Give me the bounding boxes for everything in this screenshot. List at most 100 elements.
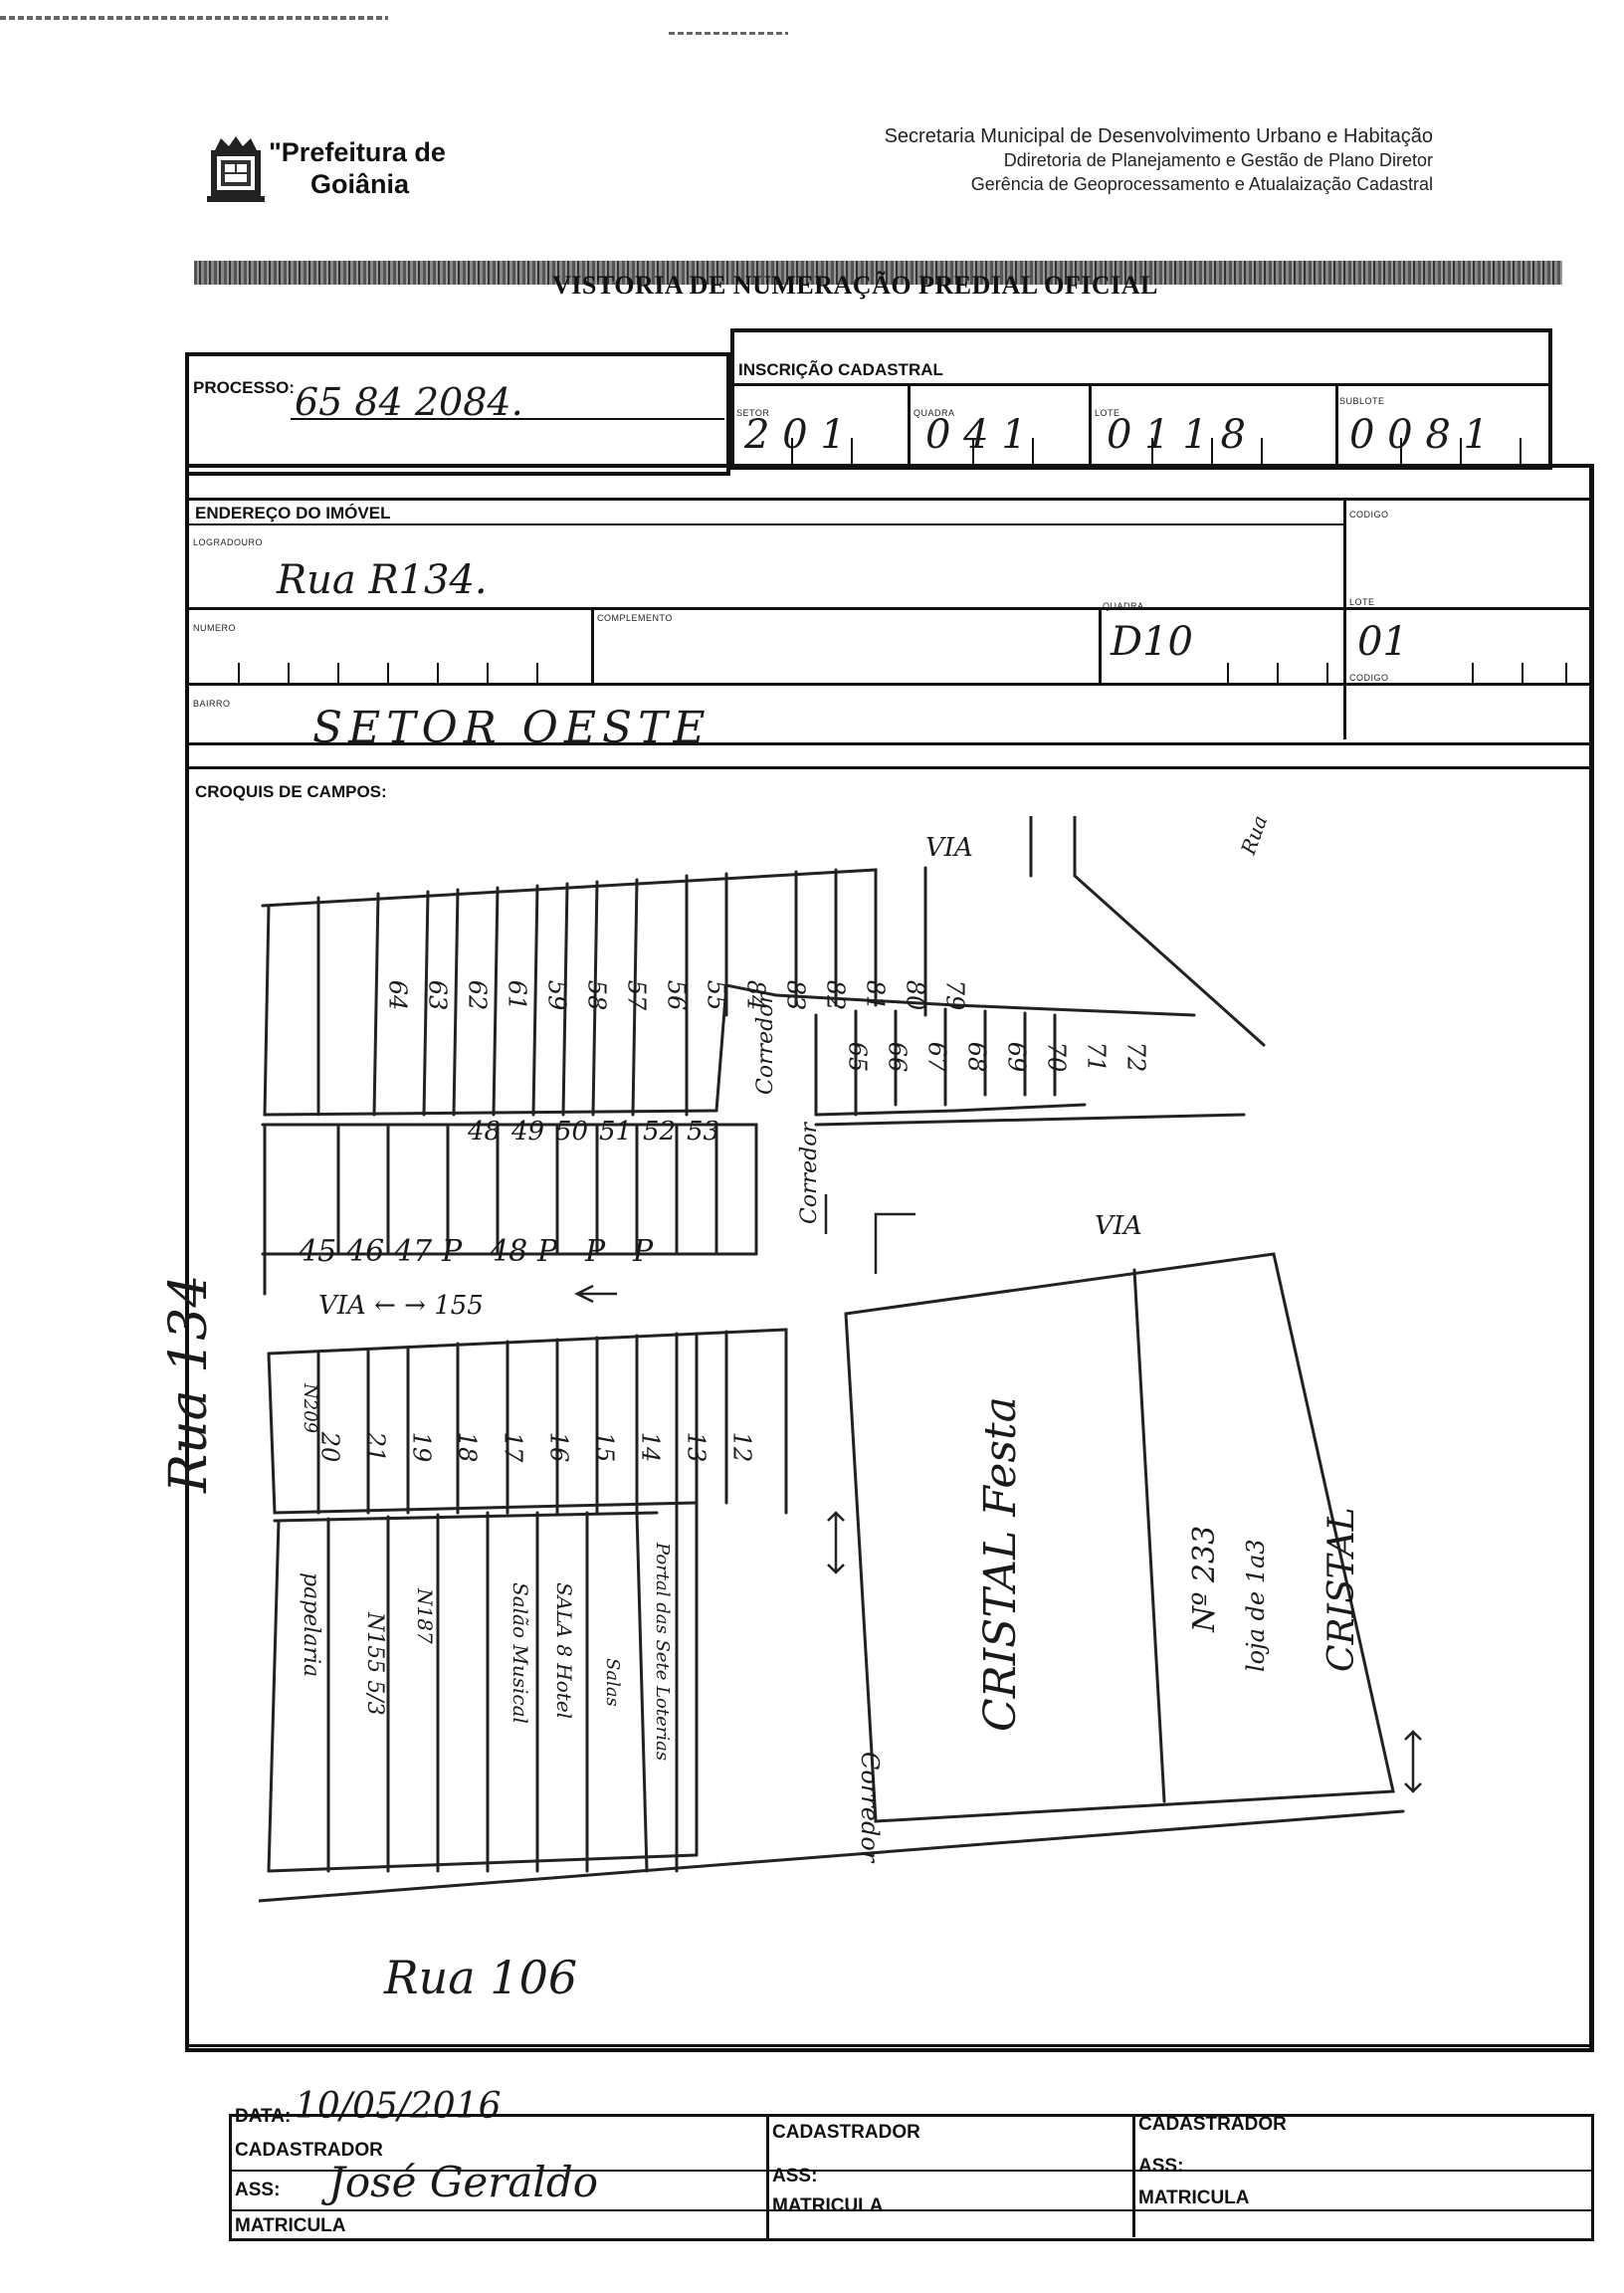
numero-label: NUMERO [193,623,236,633]
croquis-bottom [189,2044,1592,2047]
setor-label: SETOR [736,408,770,418]
logo-line-1: "Prefeitura de [269,137,446,167]
bairro-value: SETOR OESTE [312,703,711,753]
lot-number: 84 [741,979,770,1011]
lot-number: 80 [901,979,929,1011]
sublote-value: 0 0 8 1 [1349,412,1489,458]
lot-number: 71 [1082,1041,1111,1073]
endereco-label: ENDEREÇO DO IMÓVEL [195,504,391,522]
codigo-sep [1343,501,1346,739]
lot-number: 72 [1121,1041,1150,1073]
lot-number: 15 [590,1431,619,1463]
lot-number: 12 [727,1431,756,1463]
cad3-matricula-label: MATRICULA [1138,2188,1250,2208]
agency-line-3: Gerência de Geoprocessamento e Atualaiza… [970,174,1433,194]
sketch-cristal-festa: CRISTAL Festa [975,1396,1026,1732]
sketch-sala8: SALA 8 Hotel [552,1582,576,1719]
logradouro-value: Rua R134. [277,557,488,603]
sketch-salas: Salas [602,1658,623,1707]
site-sketch: VIA VIA VIA ← → 155 CRISTAL Festa Nº 233… [259,816,1422,1903]
main-frame [185,464,1594,2052]
lot-number: 62 [463,979,492,1011]
lot-number: 55 [702,979,730,1011]
endereco-header-line [189,523,1343,525]
lot-number: P [585,1234,606,1269]
header-band [194,261,1562,285]
lot-number: 20 [315,1431,344,1463]
setor-value: 2 0 1 [744,412,846,458]
cad2-title: CADASTRADOR [772,2122,920,2143]
numero-bottom [189,683,1590,686]
numero-sep [591,609,594,685]
lot-number: 81 [861,979,890,1011]
lot-number: 19 [407,1431,436,1463]
lote-value: 0 1 1 8 [1107,412,1246,458]
quadra-label: QUADRA [914,408,955,418]
processo-underline [291,418,724,420]
lot-number: P [537,1234,558,1269]
lot-number: 68 [962,1041,991,1073]
cad3-title: CADASTRADOR [1138,2114,1287,2135]
cad-row-2 [229,2209,1594,2211]
lot-number: 16 [544,1431,573,1463]
lot-number: 63 [423,979,452,1011]
numero-ticks [238,663,538,685]
lot-number: 51 [599,1117,633,1146]
cad1-ass-label: ASS: [235,2180,281,2200]
scan-mark-top-center [669,32,788,35]
cad3-ass-label: ASS: [1138,2156,1184,2177]
complemento-label: COMPLEMENTO [597,613,673,623]
lot-number: 56 [662,979,691,1011]
rua-134-label: Rua 134 [159,1274,219,1493]
sketch-via-top: VIA [925,833,973,863]
lot-number: 13 [682,1431,710,1463]
sublote-label: SUBLOTE [1339,396,1385,406]
lot-number: 69 [1002,1041,1031,1073]
sketch-salao: Salão Musical [508,1582,532,1724]
agency-block: Secretaria Municipal de Desenvolvimento … [716,124,1433,196]
cad1-ass-value: José Geraldo [328,2158,599,2206]
sketch-cristal-right: CRISTAL [1321,1508,1362,1672]
lote2-label: LOTE [1349,597,1375,607]
cad2-matricula-label: MATRICULA [772,2195,884,2216]
sketch-corredor-1: Corredor [753,992,778,1095]
agency-line-2: Ddiretoria de Planejamento e Gestão de P… [1003,150,1433,170]
lot-number: 57 [622,979,651,1011]
lot-number: 53 [687,1117,720,1146]
lot-number: 48 [468,1117,502,1146]
sketch-corredor-3: Corredor [856,1752,884,1864]
codigo2-label: CODIGO [1349,673,1389,683]
processo-value: 65 84 2084. [295,380,523,424]
inscricao-box [730,328,1552,470]
lot-number: 45 [299,1234,337,1269]
agency-line-1: Secretaria Municipal de Desenvolvimento … [884,125,1433,147]
sketch-rua-right: Rua 2. [1236,816,1281,859]
logo-text: "Prefeitura de Goiânia [269,136,468,200]
data-value: 10/05/2016 [295,2086,502,2127]
lot-number: 17 [499,1431,527,1463]
lot-number: 82 [821,979,850,1011]
lot-number: 47 [394,1234,433,1269]
lot-number: P [633,1234,654,1269]
inscricao-label: INSCRIÇÃO CADASTRAL [738,360,943,379]
lot-number: 46 [346,1234,385,1269]
sketch-via-middle: VIA [1095,1211,1142,1241]
scan-mark-top-left [0,16,388,20]
lote-sep [1335,386,1338,466]
quadra2-label: QUADRA [1103,601,1144,611]
lot-number: 83 [781,979,810,1011]
endereco-top [189,498,1590,501]
lot-number: 64 [383,979,412,1011]
cad-row-1 [229,2170,1594,2172]
cadastrador-table [229,2114,1594,2241]
lot-number: 49 [511,1117,545,1146]
cad2-ass-label: ASS: [772,2166,818,2187]
quadra-value: 0 4 1 [925,412,1027,458]
lot-number: 21 [361,1431,390,1463]
lot-number: 79 [940,979,969,1011]
lot-number: 48 [490,1234,528,1269]
rua-106-label: Rua 106 [384,1951,578,2004]
coat-of-arms-icon [207,136,265,202]
lot-number: P [442,1234,463,1269]
processo-label: PROCESSO: [193,378,296,397]
